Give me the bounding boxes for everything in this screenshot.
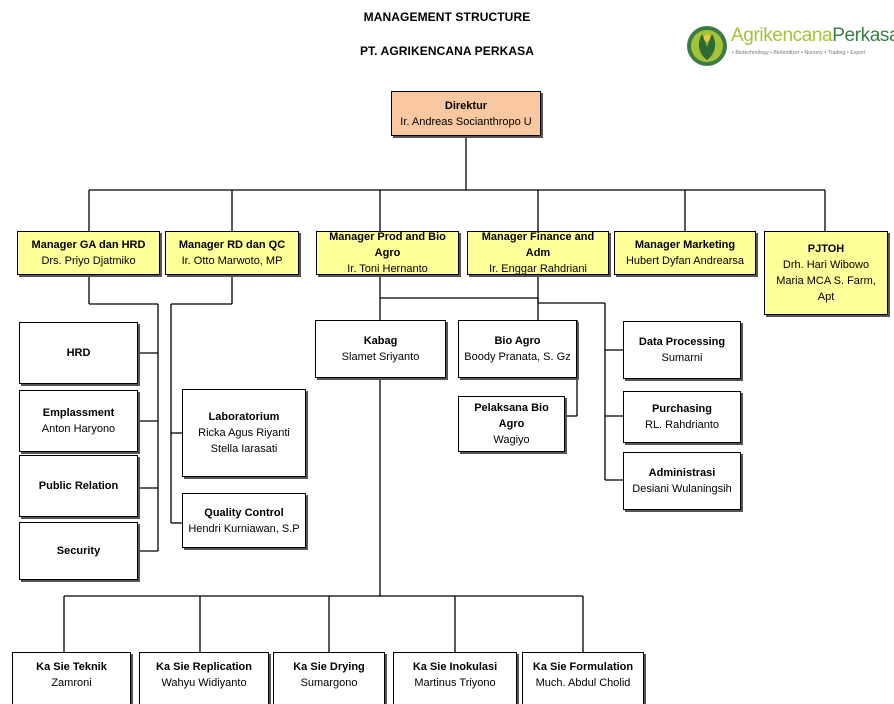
purchasing-box: Purchasing RL. Rahdrianto <box>623 391 741 443</box>
manager-finance-adm-box: Manager Finance and Adm Ir. Enggar Rahdr… <box>467 231 609 275</box>
ka-sie-drying-box: Ka Sie Drying Sumargono <box>273 652 385 704</box>
logo-tagline: • Biotechnology • Biofertilizer • Nurser… <box>732 50 866 56</box>
laboratorium-box: Laboratorium Ricka Agus Riyanti Stella I… <box>182 389 306 477</box>
logo-wordmark: AgrikencanaPerkasa <box>731 25 894 46</box>
ka-sie-formulation-box: Ka Sie Formulation Much. Abdul Cholid <box>522 652 644 704</box>
ka-sie-teknik-box: Ka Sie Teknik Zamroni <box>12 652 131 704</box>
administrasi-box: Administrasi Desiani Wulaningsih <box>623 452 741 510</box>
manager-rd-qc-box: Manager RD dan QC Ir. Otto Marwoto, MP <box>165 231 299 275</box>
manager-marketing-box: Manager Marketing Hubert Dyfan Andrearsa <box>614 231 756 275</box>
company-logo: AgrikencanaPerkasa • Biotechnology • Bio… <box>685 22 894 72</box>
chart-title: MANAGEMENT STRUCTURE <box>363 10 531 24</box>
pelaksana-bio-agro-box: Pelaksana Bio Agro Wagiyo <box>458 396 565 452</box>
manager-ga-hrd-box: Manager GA dan HRD Drs. Priyo Djatmiko <box>17 231 160 275</box>
company-name: PT. AGRIKENCANA PERKASA <box>359 44 535 58</box>
leaf-logo-icon <box>687 26 727 66</box>
emplassment-box: Emplassment Anton Haryono <box>19 390 138 452</box>
ka-sie-replication-box: Ka Sie Replication Wahyu Widiyanto <box>139 652 269 704</box>
hrd-box: HRD <box>19 322 138 384</box>
security-box: Security <box>19 522 138 580</box>
data-processing-box: Data Processing Sumarni <box>623 321 741 379</box>
ka-sie-inokulasi-box: Ka Sie Inokulasi Martinus Triyono <box>393 652 517 704</box>
manager-prod-bioagro-box: Manager Prod and Bio Agro Ir. Toni Herna… <box>316 231 459 275</box>
quality-control-box: Quality Control Hendri Kurniawan, S.P <box>182 493 306 548</box>
bio-agro-box: Bio Agro Boody Pranata, S. Gz <box>458 320 577 378</box>
pjtoh-box: PJTOH Drh. Hari Wibowo Maria MCA S. Farm… <box>764 231 888 315</box>
director-name: Ir. Andreas Socianthropo U <box>400 115 532 128</box>
kabag-box: Kabag Slamet Sriyanto <box>315 320 446 378</box>
public-relation-box: Public Relation <box>19 455 138 517</box>
director-box: Direktur Ir. Andreas Socianthropo U <box>391 91 541 136</box>
director-title: Direktur <box>444 99 488 112</box>
